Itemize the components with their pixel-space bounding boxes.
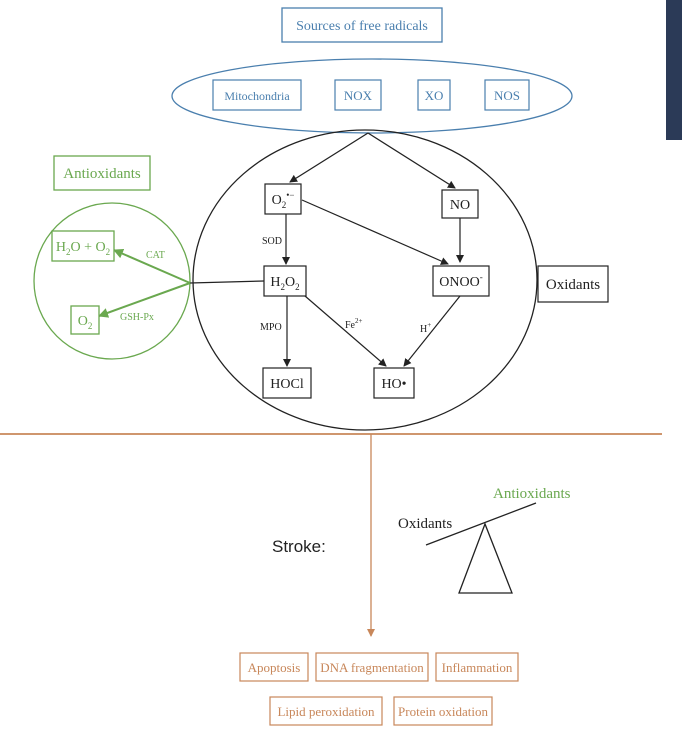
oxidants-label-box xyxy=(537,265,609,303)
arrow-sources-to-superoxide xyxy=(289,132,369,183)
oxidants-label: Oxidants xyxy=(546,277,600,293)
arrow-h2o2-to-ho xyxy=(304,295,387,367)
ho-label: HO• xyxy=(381,377,406,392)
outcome-box-lipid-peroxidation xyxy=(269,696,383,726)
onoo-box xyxy=(432,265,490,297)
balance-oxidants-label: Oxidants xyxy=(398,516,452,532)
outcome-inflammation: Inflammation xyxy=(442,660,513,675)
arrow-to-o2 xyxy=(98,282,191,318)
balance-antioxidants-label: Antioxidants xyxy=(493,486,571,502)
source-label-nox: NOX xyxy=(344,88,373,103)
h2o-o2-label: H2O + O2 xyxy=(56,240,110,257)
outcome-box-protein-oxidation xyxy=(393,696,493,726)
antioxidants-circle xyxy=(33,202,191,360)
sources-title-box xyxy=(281,7,443,43)
stroke-label: Stroke: xyxy=(272,537,326,556)
outcome-box-apoptosis xyxy=(239,652,309,682)
outcome-box-dna-fragmentation xyxy=(315,652,429,682)
mpo-label: MPO xyxy=(260,322,282,333)
onoo-label: ONOO- xyxy=(439,272,482,290)
outcome-lipid-peroxidation: Lipid peroxidation xyxy=(277,704,375,719)
source-box-xo xyxy=(417,79,451,111)
outcome-box-inflammation xyxy=(435,652,519,682)
connector-h2o2-to-antioxidants xyxy=(189,280,265,284)
balance-fulcrum xyxy=(458,522,513,594)
fe-label: Fe2+ xyxy=(345,317,363,331)
h-plus-label: H+ xyxy=(420,321,431,335)
hocl-label: HOCl xyxy=(270,377,304,392)
arrow-onoo-to-ho xyxy=(403,295,461,367)
source-box-mitochondria xyxy=(212,79,302,111)
cat-label: CAT xyxy=(146,250,165,261)
source-box-nox xyxy=(334,79,382,111)
source-box-nos xyxy=(484,79,530,111)
outcome-protein-oxidation: Protein oxidation xyxy=(398,704,488,719)
o2-box xyxy=(70,305,100,335)
antioxidants-title-box xyxy=(53,155,151,191)
source-label-nos: NOS xyxy=(494,88,520,103)
source-label-xo: XO xyxy=(425,88,444,103)
hocl-box xyxy=(262,367,312,399)
navy-side-bar xyxy=(666,0,682,140)
superoxide-box xyxy=(264,183,302,215)
ho-box xyxy=(373,367,415,399)
sources-title: Sources of free radicals xyxy=(296,19,428,34)
no-label: NO xyxy=(450,198,470,213)
oxidants-circle xyxy=(192,129,538,431)
balance-beam xyxy=(425,502,537,546)
outcome-apoptosis: Apoptosis xyxy=(248,660,301,675)
outcome-dna-fragmentation: DNA fragmentation xyxy=(320,660,424,675)
arrow-superoxide-to-onoo xyxy=(301,199,449,265)
h2o-o2-box xyxy=(51,230,115,262)
sources-ellipse xyxy=(171,58,573,134)
gsh-px-label: GSH-Px xyxy=(120,312,154,323)
source-label-mitochondria: Mitochondria xyxy=(224,89,290,103)
h2o2-label: H2O2 xyxy=(270,275,299,292)
arrow-sources-to-no xyxy=(367,132,456,189)
arrow-to-h2o-o2 xyxy=(113,248,191,284)
sod-label: SOD xyxy=(262,236,282,247)
antioxidants-title: Antioxidants xyxy=(63,166,141,182)
